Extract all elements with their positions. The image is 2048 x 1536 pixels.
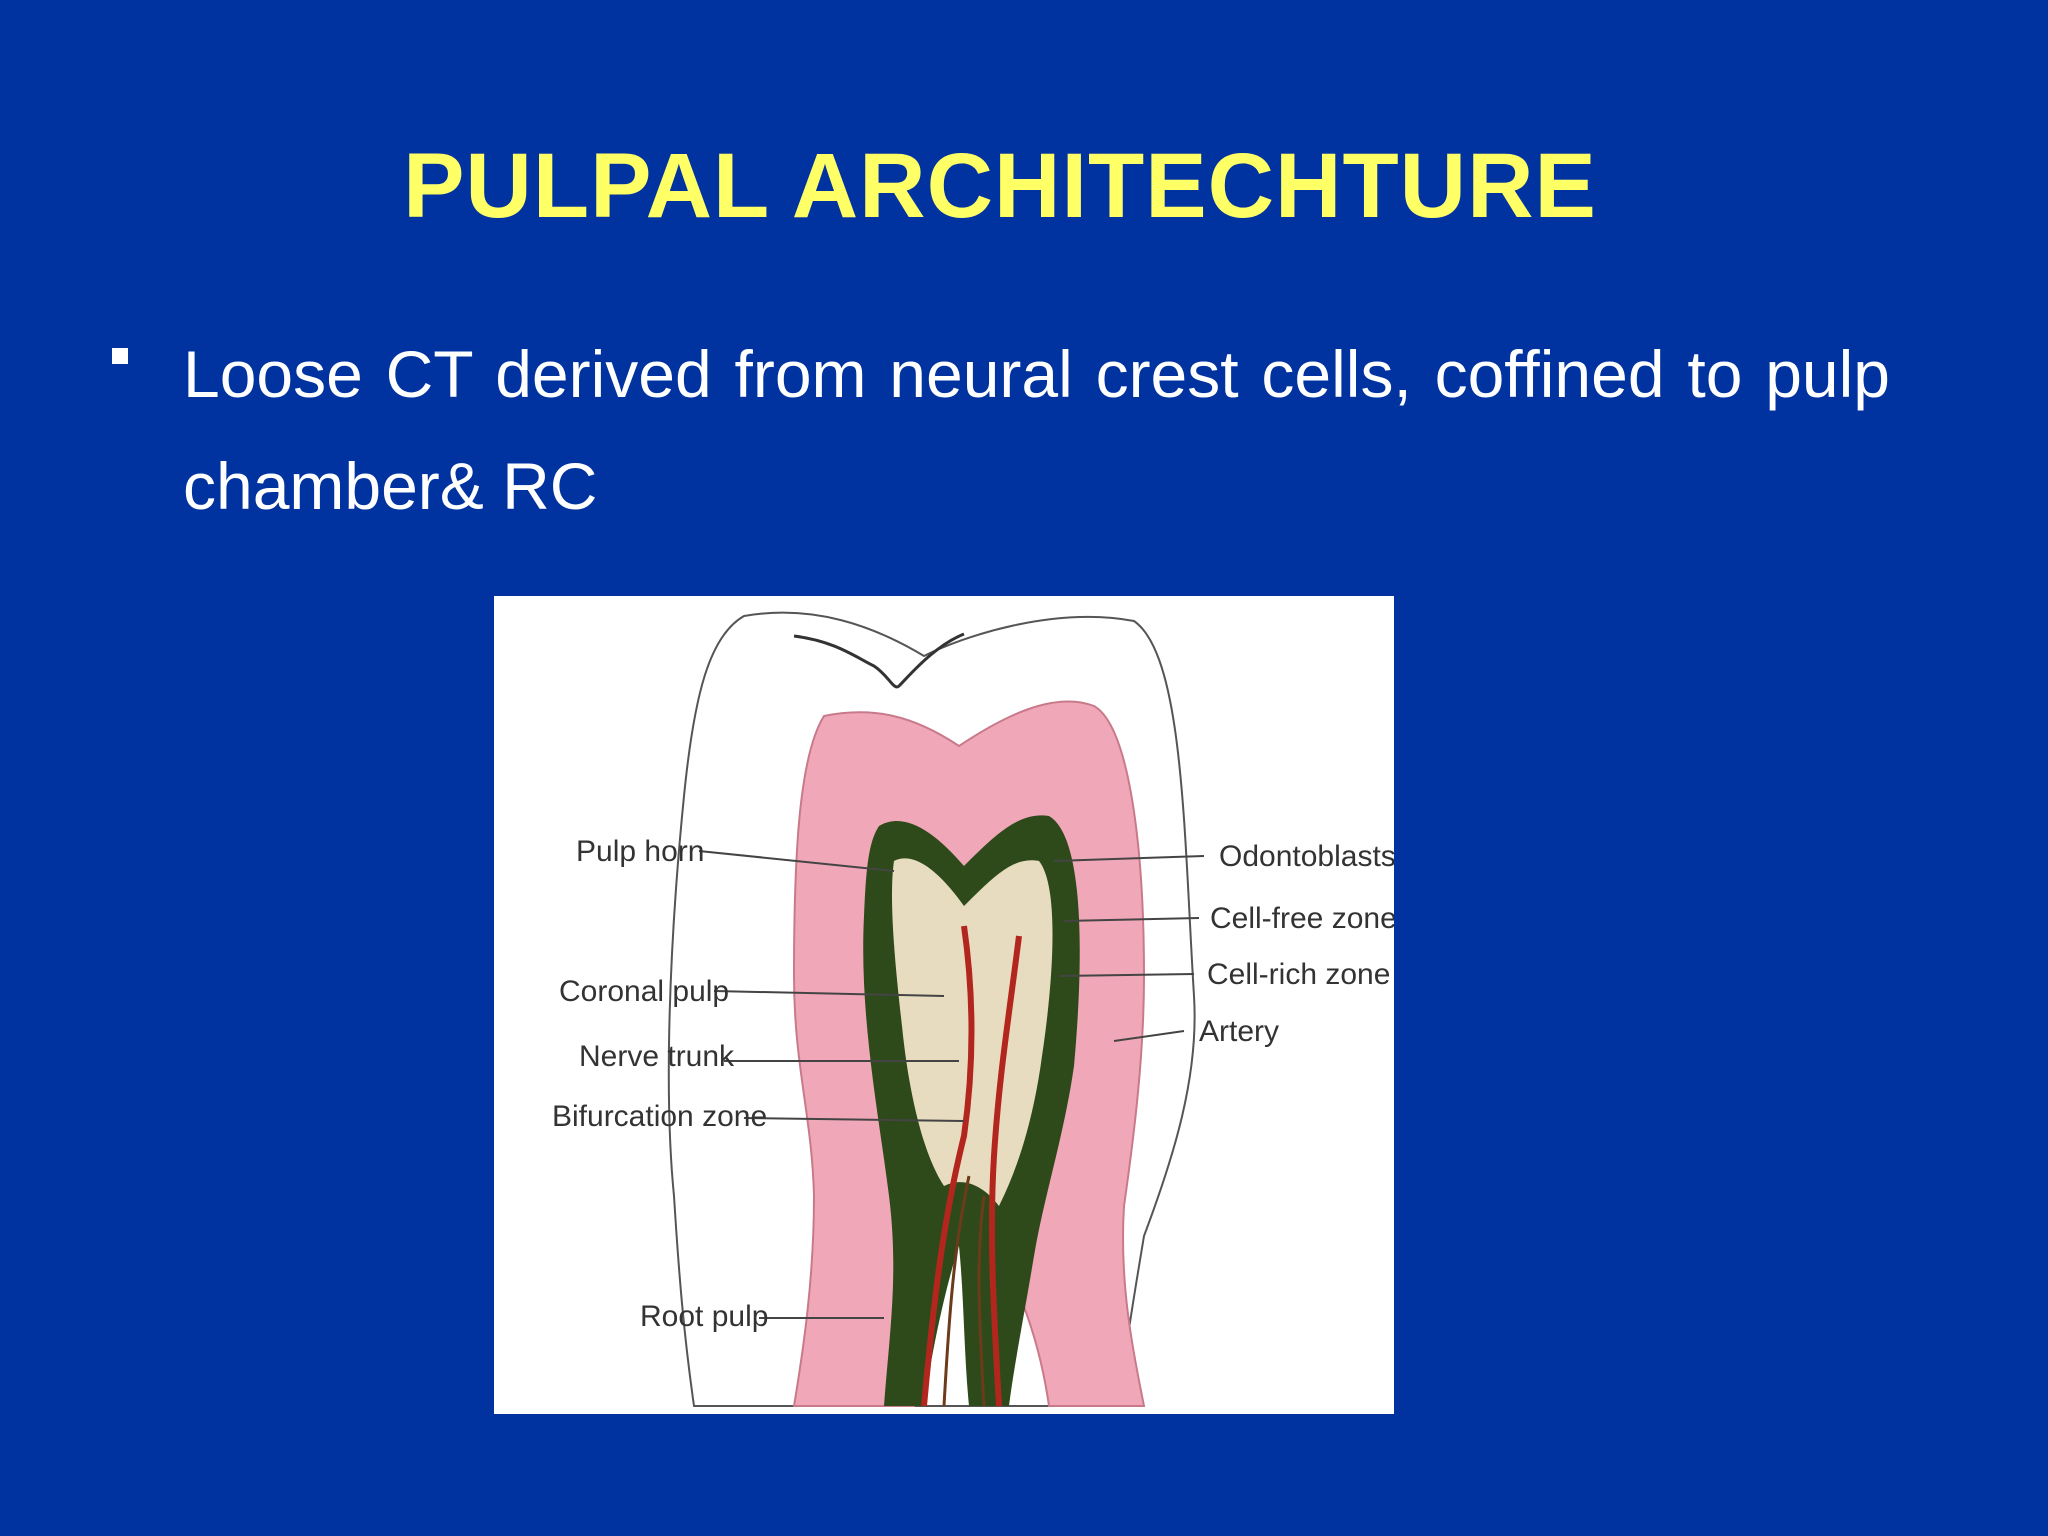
leader-artery xyxy=(1113,1030,1185,1042)
leader-bifurcation xyxy=(743,1117,965,1122)
label-pulp-horn: Pulp horn xyxy=(576,835,704,868)
artery-vessel xyxy=(988,935,1022,1407)
leader-pulp-horn xyxy=(698,850,895,872)
nerve-vessel xyxy=(942,1175,971,1407)
occlusal-groove xyxy=(793,632,965,689)
bullet-text: Loose CT derived from neural crest cells… xyxy=(183,337,1890,523)
leader-coronal-pulp xyxy=(713,990,945,997)
label-coronal-pulp: Coronal pulp xyxy=(559,975,729,1008)
leader-cell-rich xyxy=(1058,973,1195,977)
tooth-illustration: Pulp horn Coronal pulp Nerve trunk Bifur… xyxy=(552,611,1394,1407)
label-nerve-trunk: Nerve trunk xyxy=(579,1040,735,1073)
label-cell-free-zone: Cell-free zone xyxy=(1210,902,1394,935)
label-bifurcation-zone: Bifurcation zone xyxy=(552,1100,767,1133)
slide-title: PULPAL ARCHITECHTURE xyxy=(403,135,1597,237)
label-cell-rich-zone: Cell-rich zone xyxy=(1207,958,1390,991)
nerve-vessel xyxy=(977,1195,986,1407)
label-root-pulp: Root pulp xyxy=(640,1300,768,1333)
artery-vessel xyxy=(921,925,975,1407)
tooth-diagram: Pulp horn Coronal pulp Nerve trunk Bifur… xyxy=(494,596,1394,1414)
label-odontoblasts: Odontoblasts xyxy=(1219,840,1394,873)
leader-odontoblasts xyxy=(1053,855,1205,862)
label-artery: Artery xyxy=(1199,1015,1279,1048)
leader-cell-free xyxy=(1063,917,1200,922)
bullet-square-icon xyxy=(112,348,128,364)
